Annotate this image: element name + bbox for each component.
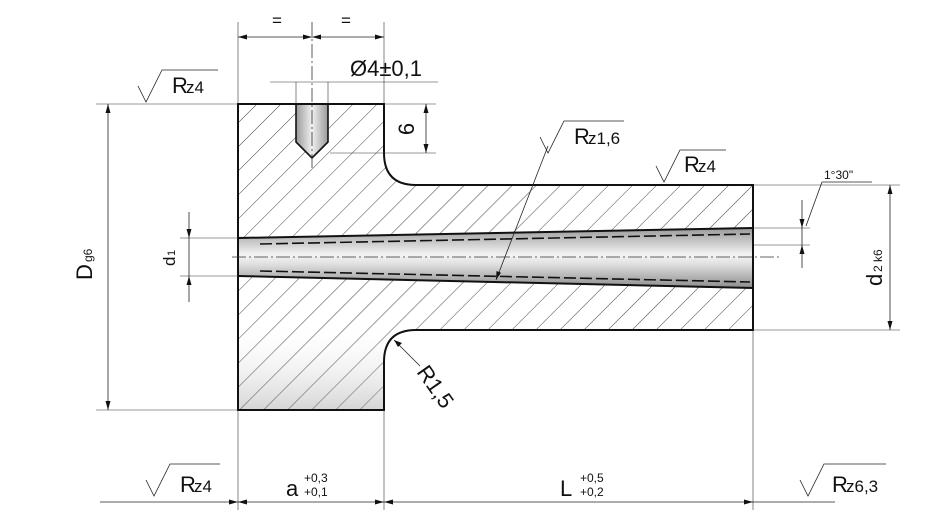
svg-text:R: R [180,472,196,497]
diameter-d2-label: d 2 k6 [862,249,887,286]
svg-text:+0,1: +0,1 [304,485,328,499]
svg-text:+0,3: +0,3 [304,471,328,485]
length-L-label: L +0,5 +0,2 [560,471,604,501]
equal-mark-left: = [272,11,282,30]
svg-text:d: d [160,257,179,266]
svg-text:z4: z4 [194,477,212,496]
diameter-d1-label: d 1 [160,250,179,266]
surface-finish-bore: R z1,6 [574,124,620,149]
svg-text:2 k6: 2 k6 [871,249,885,272]
svg-text:z6,3: z6,3 [846,477,878,496]
extension-lines [96,22,900,510]
svg-text:R: R [172,73,188,98]
surface-finish-bottom-right: R z6,3 [832,472,878,497]
dimension-lines [100,34,893,505]
length-a-label: a +0,3 +0,1 [286,471,328,501]
bore-hidden-bottom [259,270,751,283]
hole-diameter-callout: Ø4±0,1 [350,56,422,81]
svg-text:z1,6: z1,6 [588,129,620,148]
surface-finish-bottom-left: R z4 [180,472,212,497]
svg-text:R: R [684,152,700,177]
svg-text:a: a [286,476,299,501]
svg-text:L: L [560,476,572,501]
svg-text:D: D [72,264,97,280]
radius-callout: R1,5 [412,361,459,413]
diameter-D-label: D g6 [72,248,97,280]
surface-finish-top-left: R z4 [172,73,204,98]
surface-finish-symbols [137,69,886,497]
svg-text:R: R [574,124,590,149]
svg-text:+0,5: +0,5 [580,471,604,485]
depth-dimension: 6 [394,123,419,135]
taper-angle-callout: 1°30" [824,168,853,182]
svg-text:g6: g6 [81,248,95,262]
svg-text:z4: z4 [698,157,716,176]
equal-mark-right: = [341,11,351,30]
svg-text:1: 1 [166,250,178,256]
part-section [237,103,754,411]
svg-text:R: R [832,472,848,497]
surface-finish-shaft: R z4 [684,152,716,177]
svg-text:+0,2: +0,2 [580,485,604,499]
svg-text:d: d [862,274,887,286]
bore-hidden-top [259,233,751,245]
svg-text:z4: z4 [186,78,204,97]
